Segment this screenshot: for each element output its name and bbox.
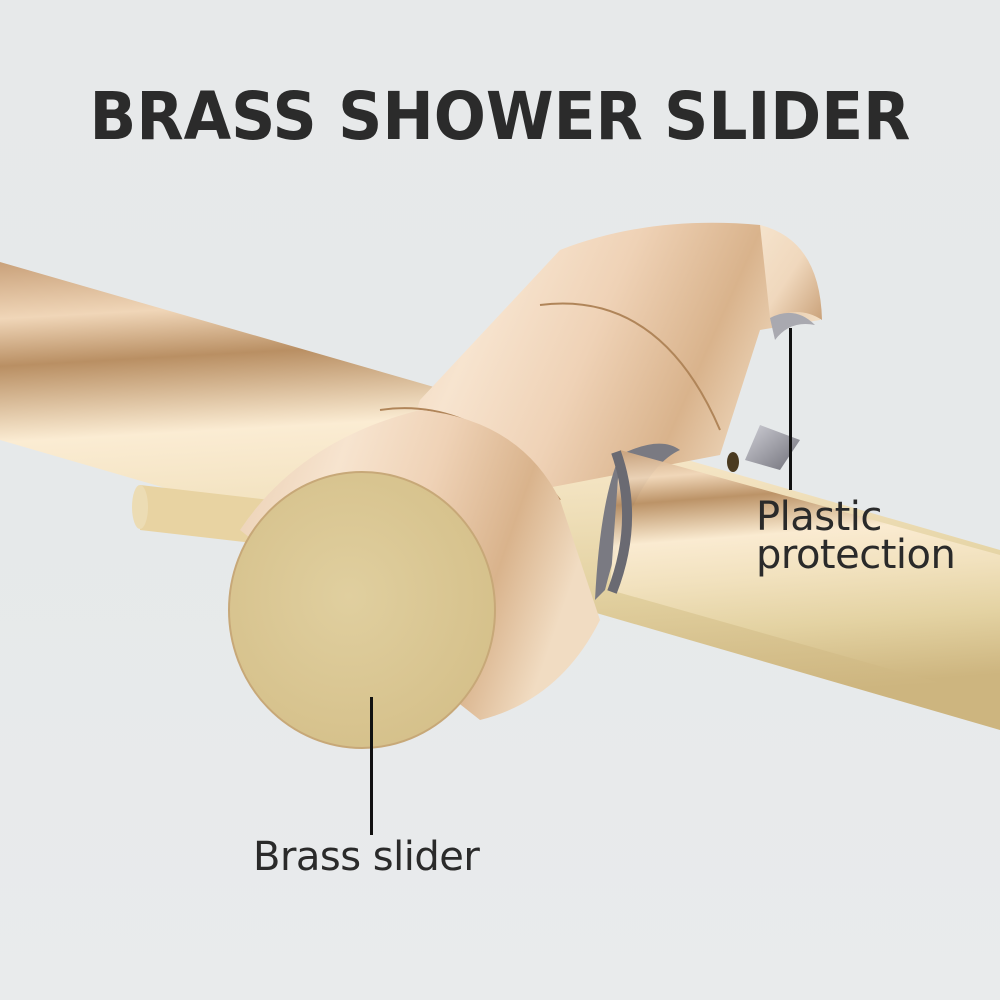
- page-title: BRASS SHOWER SLIDER: [89, 78, 911, 155]
- plastic-protection-leader-line: [789, 328, 792, 490]
- brass-slider-leader-line: [370, 697, 373, 835]
- plastic-protection-label: Plastic protection: [756, 494, 956, 578]
- brass-slider-label: Brass slider: [253, 834, 480, 880]
- plastic-protection-label-line2: protection: [756, 532, 956, 578]
- plastic-protection-label-line1: Plastic: [756, 494, 882, 540]
